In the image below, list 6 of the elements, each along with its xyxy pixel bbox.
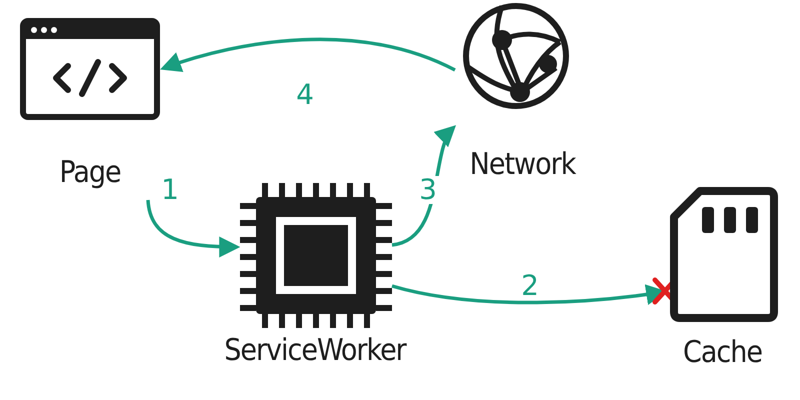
arrow [146, 200, 240, 258]
arrow [160, 38, 456, 72]
node-label: Network [468, 147, 577, 182]
node-label: Cache [682, 335, 763, 370]
node-label: Page [58, 155, 122, 190]
node-label: ServiceWorker [223, 333, 408, 368]
